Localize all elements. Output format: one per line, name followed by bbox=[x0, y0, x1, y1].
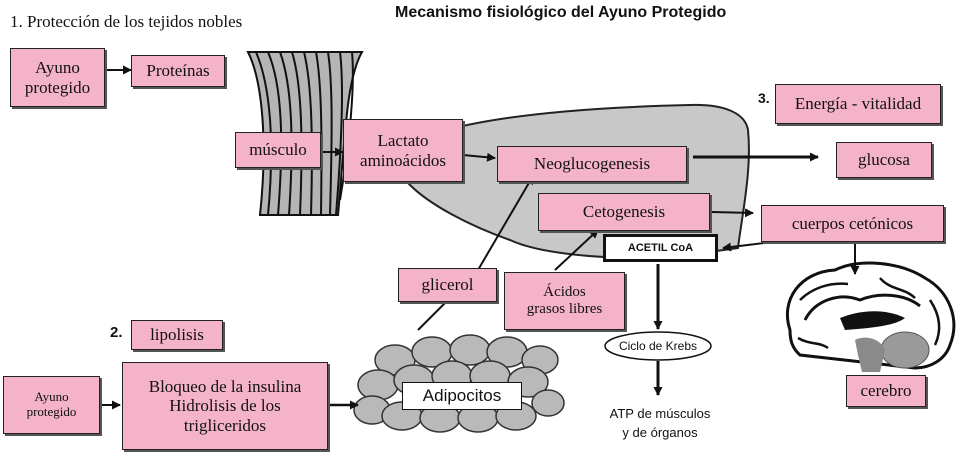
neoglucogenesis-box: Neoglucogenesis bbox=[497, 146, 687, 182]
adipocitos-box: Adipocitos bbox=[402, 382, 522, 410]
cuerpos-cetonicos-box: cuerpos cetónicos bbox=[761, 205, 944, 242]
ciclo-krebs-label: Ciclo de Krebs bbox=[618, 339, 698, 353]
arrow-acidos-ceto bbox=[554, 229, 599, 271]
section-3-number: 3. bbox=[758, 90, 770, 106]
diagram-title: Mecanismo fisiológico del Ayuno Protegid… bbox=[395, 4, 727, 21]
acetil-coa-box: ACETIL CoA bbox=[603, 234, 718, 262]
atp-label: ATP de músculos y de órganos bbox=[609, 406, 711, 440]
glicerol-box: glicerol bbox=[398, 268, 497, 302]
lipolisis-box: lipolisis bbox=[131, 320, 223, 350]
musculo-box: músculo bbox=[235, 132, 321, 168]
bloqueo-insulina-box: Bloqueo de la insulina Hidrolisis de los… bbox=[122, 362, 328, 450]
section-2-number: 2. bbox=[110, 324, 123, 341]
lactato-aminoacidos-box: Lactato aminoácidos bbox=[343, 119, 463, 182]
ayuno-protegido-bottom-box: Ayuno protegido bbox=[3, 376, 100, 434]
line-glicerol bbox=[417, 299, 449, 331]
ayuno-protegido-top-box: Ayuno protegido bbox=[10, 48, 105, 107]
cerebro-box: cerebro bbox=[846, 375, 926, 407]
cetogenesis-box: Cetogenesis bbox=[538, 193, 710, 231]
arrow-lactato-neo bbox=[462, 152, 496, 162]
adipocyte-cluster bbox=[353, 334, 565, 433]
glucosa-box: glucosa bbox=[836, 142, 932, 178]
proteinas-box: Proteínas bbox=[131, 55, 225, 87]
energia-vitalidad-box: Energía - vitalidad bbox=[775, 84, 941, 124]
arrow-ceto-cuerpos bbox=[711, 208, 754, 218]
arrow-cuerpos-acetil bbox=[722, 240, 781, 252]
section-1-label: 1. Protección de los tejidos nobles bbox=[10, 12, 243, 31]
arrow-glicerol-neo bbox=[477, 175, 534, 271]
brain-illustration bbox=[785, 261, 956, 372]
muscle-fibers bbox=[246, 51, 364, 216]
krebs-cycle-ellipse bbox=[604, 331, 712, 361]
acidos-grasos-libres-box: Ácidos grasos libres bbox=[504, 272, 625, 330]
